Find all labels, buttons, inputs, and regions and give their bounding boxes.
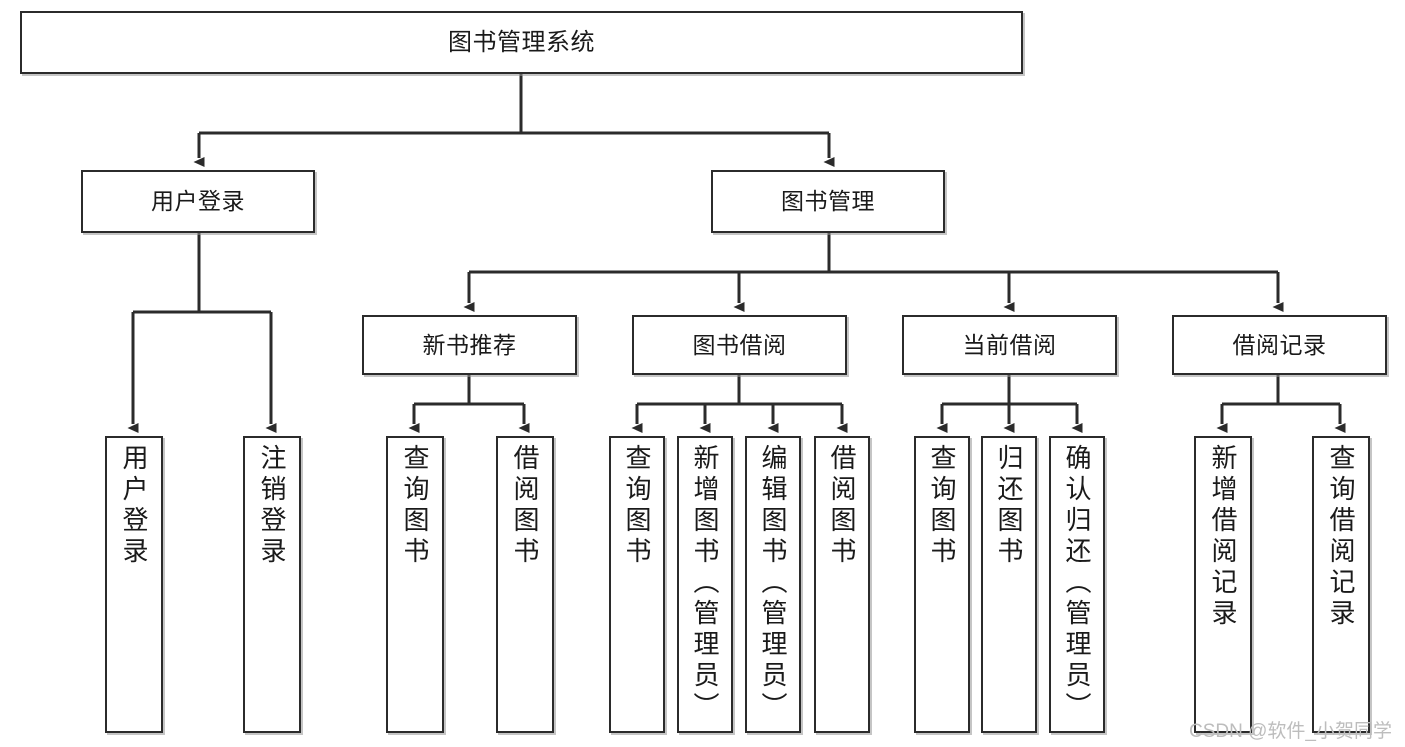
node-root-system[interactable]: 图书管理系统 [20, 11, 1023, 74]
node-current-borrow[interactable]: 当前借阅 [902, 315, 1117, 375]
node-label: 查询图书 [927, 444, 957, 568]
node-user-login[interactable]: 用户登录 [81, 170, 315, 233]
node-new-book-rec[interactable]: 新书推荐 [362, 315, 577, 375]
node-book-borrow[interactable]: 图书借阅 [632, 315, 847, 375]
leaf-borrow-book-1[interactable]: 借阅图书 [496, 436, 554, 733]
leaf-edit-book[interactable]: 编辑图书（管理员） [745, 436, 801, 733]
node-label: 新增图书（管理员） [690, 444, 720, 723]
node-label: 图书管理系统 [448, 28, 595, 56]
leaf-confirm-return[interactable]: 确认归还（管理员） [1049, 436, 1105, 733]
csdn-watermark: CSDN @软件_小贺同学 [1189, 721, 1392, 742]
leaf-query-book-3[interactable]: 查询图书 [914, 436, 970, 733]
node-label: 用户登录 [119, 444, 149, 568]
node-label: 新书推荐 [422, 331, 517, 358]
node-label: 编辑图书（管理员） [758, 444, 788, 723]
node-label: 用户登录 [151, 188, 245, 215]
node-label: 新增借阅记录 [1208, 444, 1238, 630]
node-label: 借阅图书 [510, 444, 540, 568]
node-label: 当前借阅 [962, 331, 1057, 358]
node-label: 查询图书 [622, 444, 652, 568]
node-label: 查询图书 [400, 444, 430, 568]
leaf-return-book[interactable]: 归还图书 [981, 436, 1037, 733]
node-label: 图书管理 [781, 188, 875, 215]
leaf-logout[interactable]: 注销登录 [243, 436, 301, 733]
node-label: 图书借阅 [692, 331, 787, 358]
node-label: 借阅图书 [827, 444, 857, 568]
leaf-add-record[interactable]: 新增借阅记录 [1194, 436, 1252, 733]
node-label: 查询借阅记录 [1326, 444, 1356, 630]
node-label: 归还图书 [994, 444, 1024, 568]
leaf-user-login[interactable]: 用户登录 [105, 436, 163, 733]
leaf-query-book-2[interactable]: 查询图书 [609, 436, 665, 733]
leaf-query-record[interactable]: 查询借阅记录 [1312, 436, 1370, 733]
leaf-query-book-1[interactable]: 查询图书 [386, 436, 444, 733]
leaf-add-book[interactable]: 新增图书（管理员） [677, 436, 733, 733]
node-borrow-record[interactable]: 借阅记录 [1172, 315, 1387, 375]
node-label: 借阅记录 [1232, 331, 1327, 358]
node-book-manage[interactable]: 图书管理 [711, 170, 945, 233]
leaf-borrow-book-2[interactable]: 借阅图书 [814, 436, 870, 733]
node-label: 确认归还（管理员） [1062, 444, 1092, 723]
node-label: 注销登录 [257, 444, 287, 568]
